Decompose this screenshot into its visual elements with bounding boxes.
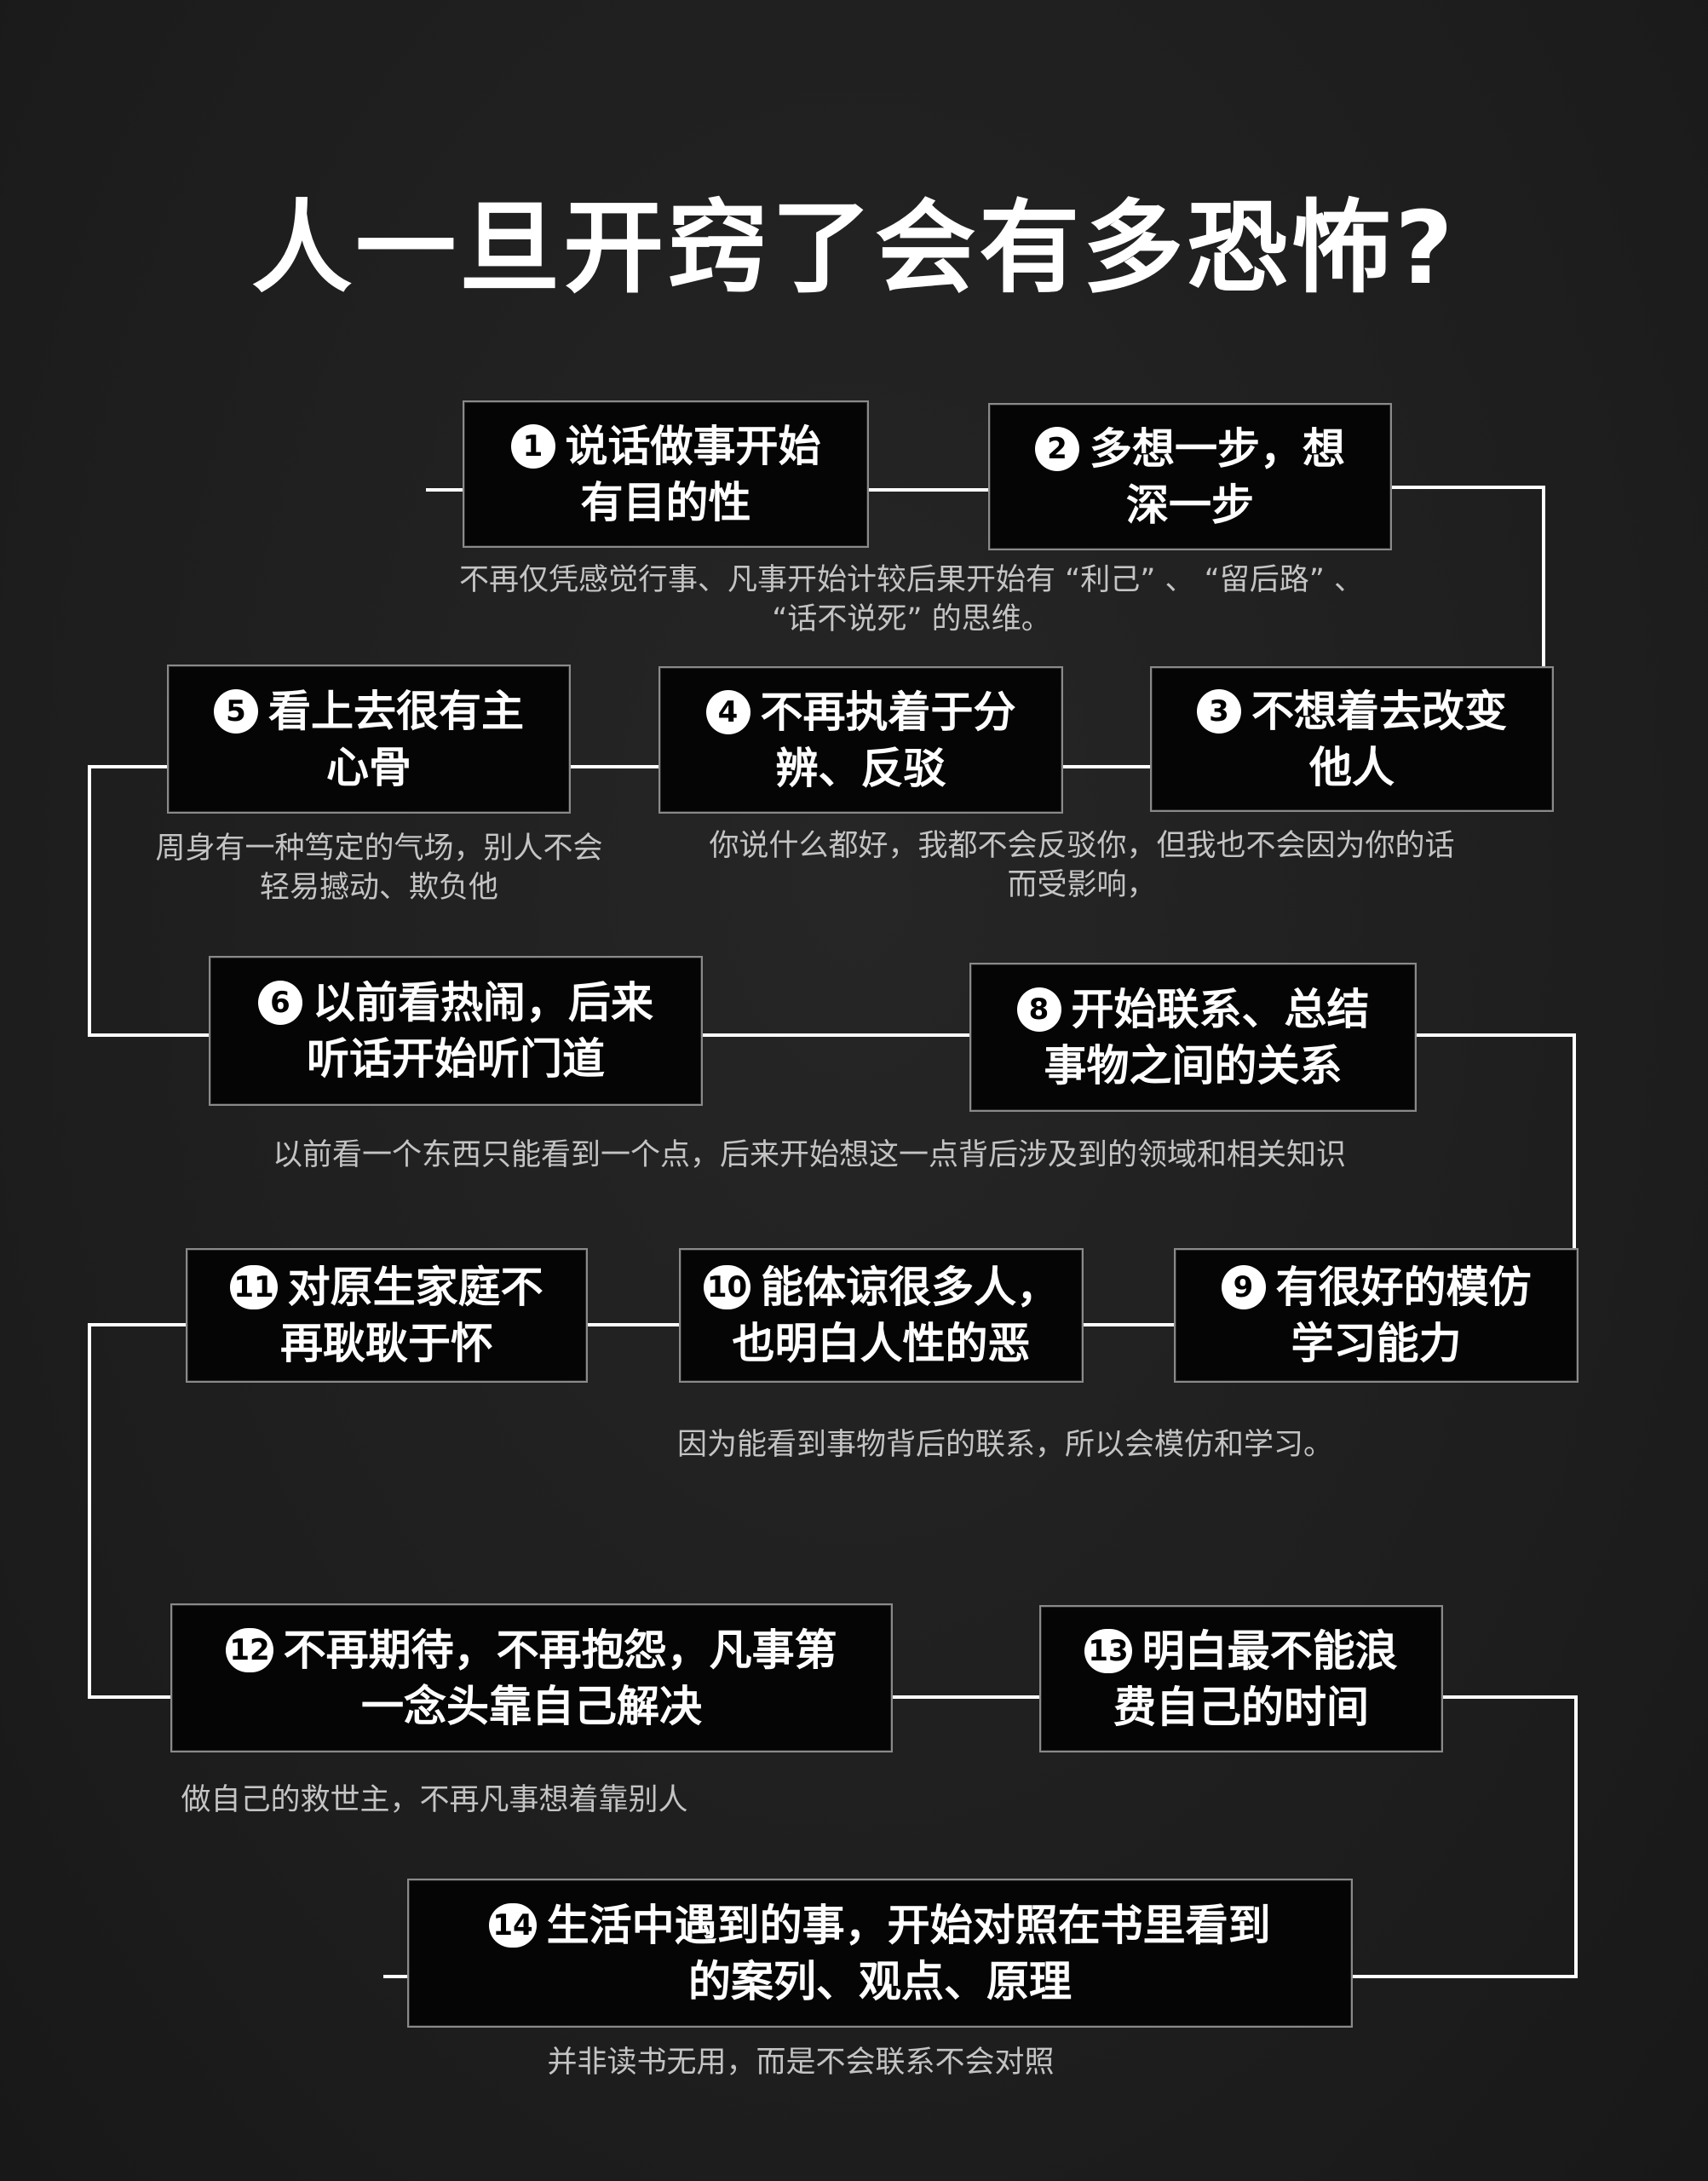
step-text-line: 事物之间的关系 — [1044, 1040, 1343, 1090]
step-text-line: 他人 — [1309, 742, 1395, 792]
step-text-line: 生活中遇到的事，开始对照在书里看到 — [546, 1900, 1271, 1950]
note-step-14: 并非读书无用，而是不会联系不会对照 — [494, 2043, 1107, 2082]
step-text-line: 再耿耿于怀 — [279, 1319, 493, 1368]
step-text-line: 辨、反驳 — [775, 743, 946, 793]
note-line: “话不说死” 的思维。 — [772, 602, 1051, 636]
step-number-badge: 8 — [1016, 987, 1061, 1032]
step-text-line: 心骨 — [326, 742, 411, 792]
note-line: 周身有一种笃定的气场，别人不会 — [155, 832, 603, 866]
step-number-badge: 6 — [258, 981, 302, 1025]
step-text-line: 也明白人性的恶 — [732, 1319, 1031, 1368]
step-text-line: 学习能力 — [1291, 1319, 1462, 1368]
connector-8-9 — [1417, 1033, 1576, 1248]
step-number-badge: 2 — [1035, 426, 1079, 471]
note-step-5: 周身有一种笃定的气场，别人不会轻易撼动、欺负他 — [128, 829, 630, 907]
page-title: 人一旦开窍了会有多恐怖? — [251, 189, 1457, 307]
note-line: 并非读书无用，而是不会联系不会对照 — [547, 2046, 1055, 2080]
connector-2-3 — [1392, 486, 1545, 666]
step-text-line: 不再期待，不再抱怨，凡事第 — [283, 1625, 837, 1675]
note-step-1: 不再仅凭感觉行事、凡事开始计较后果开始有 “利己” 、 “留后路” 、 “话不说死… — [366, 561, 1457, 639]
step-text-line: 的案列、观点、原理 — [687, 1956, 1072, 2006]
step-number-badge: 14 — [489, 1902, 537, 1948]
step-text-line: 有很好的模仿 — [1275, 1263, 1532, 1312]
note-step-9: 因为能看到事物背后的联系，所以会模仿和学习。 — [630, 1425, 1380, 1465]
step-text-line: 看上去很有主 — [268, 686, 524, 736]
step-text-line: 听话开始听门道 — [307, 1034, 605, 1084]
step-number-badge: 4 — [705, 689, 750, 734]
step-text-line: 费自己的时间 — [1113, 1682, 1369, 1732]
note-line: 做自己的救世主，不再凡事想着靠别人 — [181, 1783, 688, 1817]
note-line: 因为能看到事物背后的联系，所以会模仿和学习。 — [676, 1428, 1333, 1462]
step-number-badge: 3 — [1197, 688, 1241, 734]
connector-11-12 — [88, 1323, 186, 1699]
note-line: 而受影响， — [1007, 868, 1157, 902]
step-number-badge: 5 — [214, 688, 258, 734]
step-number-badge: 1 — [510, 423, 555, 469]
step-text-line: 多想一步，想 — [1090, 423, 1345, 474]
step-text-line: 以前看热闹，后来 — [313, 978, 653, 1027]
connector-5-6 — [88, 765, 209, 1037]
step-number-badge: 12 — [226, 1627, 273, 1672]
step-text-line: 有目的性 — [580, 477, 751, 527]
step-text-line: 不想着去改变 — [1251, 686, 1507, 736]
step-text-line: 说话做事开始 — [565, 421, 821, 471]
note-step-6: 以前看一个东西只能看到一个点，后来开始想这一点背后涉及到的领域和相关知识 — [213, 1136, 1406, 1175]
note-step-12: 做自己的救世主，不再凡事想着靠别人 — [128, 1781, 741, 1820]
step-number-badge: 10 — [703, 1265, 751, 1309]
step-text-line: 开始联系、总结 — [1071, 984, 1370, 1034]
step-text-line: 一念头靠自己解决 — [360, 1681, 702, 1731]
connector-13-14 — [1353, 1695, 1578, 1978]
note-line: 轻易撼动、欺负他 — [259, 871, 498, 905]
step-number-badge: 9 — [1221, 1265, 1266, 1309]
step-text-line: 不再执着于分 — [760, 687, 1016, 737]
step-text-line: 对原生家庭不 — [287, 1263, 543, 1312]
note-line: 以前看一个东西只能看到一个点，后来开始想这一点背后涉及到的领域和相关知识 — [272, 1138, 1346, 1172]
step-text-line: 深一步 — [1126, 480, 1254, 530]
step-number-badge: 13 — [1084, 1628, 1132, 1673]
note-step-4: 你说什么都好，我都不会反驳你，但我也不会因为你的话而受影响， — [673, 826, 1491, 905]
note-line: 你说什么都好，我都不会反驳你，但我也不会因为你的话 — [709, 829, 1455, 863]
step-number-badge: 11 — [230, 1265, 278, 1309]
step-text-line: 明白最不能浪 — [1142, 1626, 1398, 1676]
step-text-line: 能体谅很多人， — [761, 1263, 1060, 1312]
note-line: 不再仅凭感觉行事、凡事开始计较后果开始有 “利己” 、 “留后路” 、 — [458, 563, 1365, 597]
